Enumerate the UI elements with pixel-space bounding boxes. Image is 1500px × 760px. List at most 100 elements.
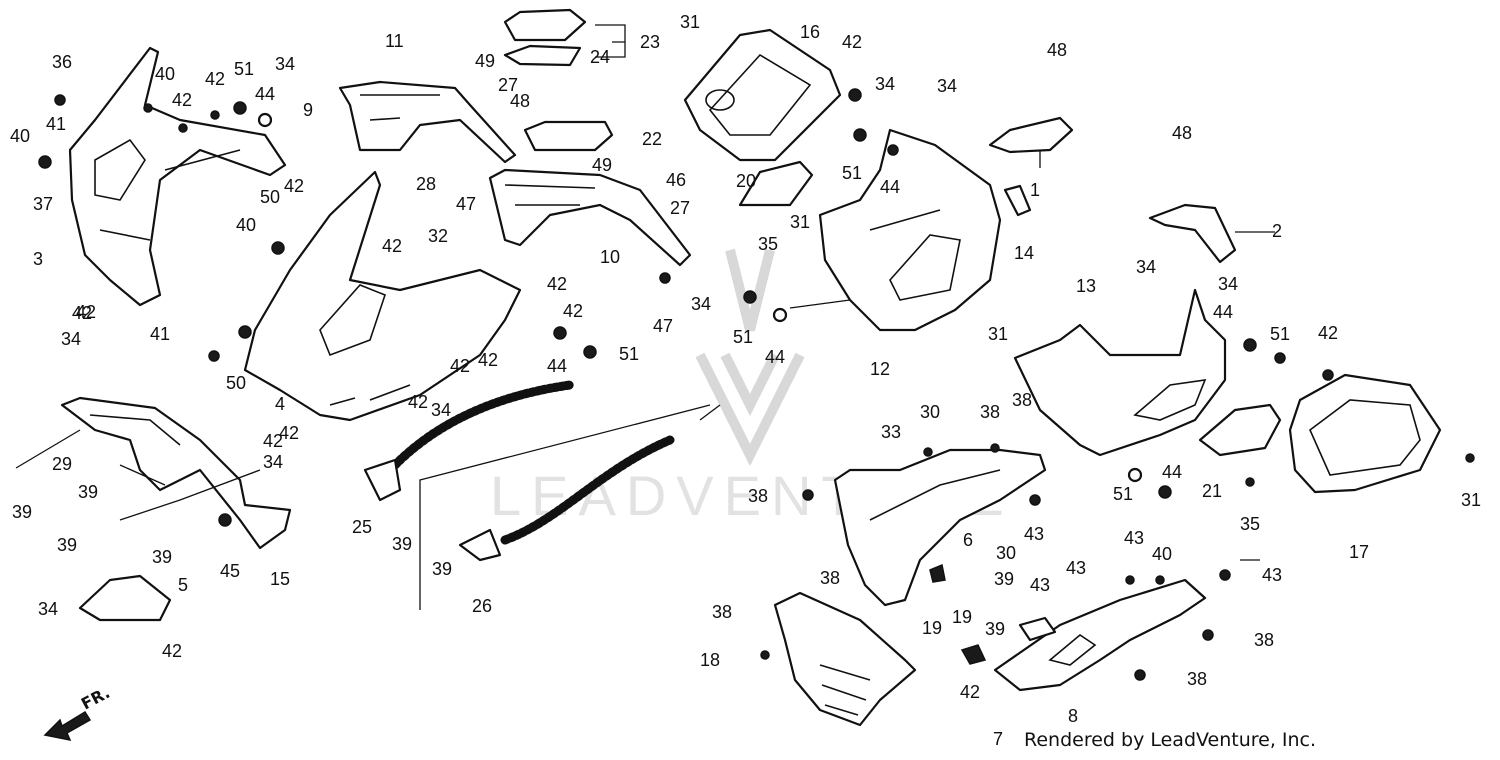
callout-17: 17 bbox=[1349, 542, 1369, 562]
callout-34: 34 bbox=[431, 400, 451, 420]
callout-49: 49 bbox=[475, 51, 495, 71]
callout-48: 48 bbox=[1172, 123, 1192, 143]
part-2-stay bbox=[1148, 203, 1237, 264]
callout-34: 34 bbox=[61, 329, 81, 349]
callout-51: 51 bbox=[1113, 484, 1133, 504]
callout-12: 12 bbox=[870, 359, 890, 379]
part-25-drain-hose bbox=[363, 380, 575, 502]
callout-34: 34 bbox=[263, 452, 283, 472]
callout-40: 40 bbox=[236, 215, 256, 235]
callout-39: 39 bbox=[994, 569, 1014, 589]
callout-38: 38 bbox=[980, 402, 1000, 422]
callout-47: 47 bbox=[456, 194, 476, 214]
callout-40: 40 bbox=[1152, 544, 1172, 564]
callout-3: 3 bbox=[33, 249, 43, 269]
callout-34: 34 bbox=[937, 76, 957, 96]
callout-44: 44 bbox=[547, 356, 567, 376]
part-19-clip-b bbox=[929, 563, 946, 583]
callout-8: 8 bbox=[1068, 706, 1078, 726]
callout-31: 31 bbox=[790, 212, 810, 232]
callout-34: 34 bbox=[1136, 257, 1156, 277]
callout-42: 42 bbox=[478, 350, 498, 370]
part-17-grille bbox=[1288, 373, 1442, 494]
front-label: FR. bbox=[78, 683, 113, 714]
callout-20: 20 bbox=[736, 171, 756, 191]
callout-40: 40 bbox=[155, 64, 175, 84]
callout-43: 43 bbox=[1066, 558, 1086, 578]
callout-38: 38 bbox=[748, 486, 768, 506]
callout-42: 42 bbox=[1318, 323, 1338, 343]
callout-43: 43 bbox=[1262, 565, 1282, 585]
callout-51: 51 bbox=[1270, 324, 1290, 344]
callout-37: 37 bbox=[33, 194, 53, 214]
callout-34: 34 bbox=[875, 74, 895, 94]
callout-38: 38 bbox=[1254, 630, 1274, 650]
callout-31: 31 bbox=[988, 324, 1008, 344]
callout-5: 5 bbox=[178, 575, 188, 595]
callout-42: 42 bbox=[162, 641, 182, 661]
callout-51: 51 bbox=[619, 344, 639, 364]
callout-45: 45 bbox=[220, 561, 240, 581]
part-3-left-upper-cowl bbox=[68, 46, 287, 307]
callout-42: 42 bbox=[76, 302, 96, 322]
callout-42: 42 bbox=[172, 90, 192, 110]
callout-38: 38 bbox=[1012, 390, 1032, 410]
callout-28: 28 bbox=[416, 174, 436, 194]
callout-1: 1 bbox=[1030, 180, 1040, 200]
callout-35: 35 bbox=[1240, 514, 1260, 534]
callout-31: 31 bbox=[680, 12, 700, 32]
callout-21: 21 bbox=[1202, 481, 1222, 501]
part-18-side-cover bbox=[773, 591, 917, 727]
callout-9: 9 bbox=[303, 100, 313, 120]
callout-22: 22 bbox=[642, 129, 662, 149]
callout-47: 47 bbox=[653, 316, 673, 336]
callout-48: 48 bbox=[510, 91, 530, 111]
credit-text: Rendered by LeadVenture, Inc. bbox=[1024, 729, 1317, 751]
callout-44: 44 bbox=[1162, 462, 1182, 482]
callout-42: 42 bbox=[279, 423, 299, 443]
callout-43: 43 bbox=[1124, 528, 1144, 548]
callout-51: 51 bbox=[842, 163, 862, 183]
part-5-cover bbox=[78, 574, 172, 622]
callout-42: 42 bbox=[382, 236, 402, 256]
callout-39: 39 bbox=[985, 619, 1005, 639]
part-12-center-cowl bbox=[818, 128, 1002, 332]
callout-19: 19 bbox=[952, 607, 972, 627]
watermark-logo bbox=[695, 248, 805, 467]
callout-31: 31 bbox=[1461, 490, 1481, 510]
front-arrow-icon bbox=[43, 710, 92, 742]
callout-39: 39 bbox=[152, 547, 172, 567]
callout-38: 38 bbox=[712, 602, 732, 622]
part-7-under-cover bbox=[993, 578, 1207, 692]
callout-42: 42 bbox=[72, 303, 92, 323]
callout-39: 39 bbox=[392, 534, 412, 554]
callout-4: 4 bbox=[275, 394, 285, 414]
callout-34: 34 bbox=[691, 294, 711, 314]
callout-34: 34 bbox=[275, 54, 295, 74]
callout-27: 27 bbox=[498, 75, 518, 95]
leader-lines bbox=[15, 24, 1275, 610]
callout-32: 32 bbox=[428, 226, 448, 246]
callout-23: 23 bbox=[640, 32, 660, 52]
part-9-meter-panel bbox=[338, 80, 517, 164]
callout-25: 25 bbox=[352, 517, 372, 537]
callout-11: 11 bbox=[385, 31, 404, 51]
callout-16: 16 bbox=[800, 22, 820, 42]
part-6-under-cowl bbox=[833, 448, 1047, 607]
callout-48: 48 bbox=[1047, 40, 1067, 60]
callout-42: 42 bbox=[842, 32, 862, 52]
part-22-lid bbox=[523, 120, 614, 152]
part-1-bracket bbox=[988, 116, 1074, 154]
callout-2: 2 bbox=[1272, 221, 1282, 241]
callout-44: 44 bbox=[1213, 302, 1233, 322]
callout-10: 10 bbox=[600, 247, 620, 267]
callout-15: 15 bbox=[270, 569, 290, 589]
callout-38: 38 bbox=[1187, 669, 1207, 689]
callout-6: 6 bbox=[963, 530, 973, 550]
callout-30: 30 bbox=[920, 402, 940, 422]
callout-18: 18 bbox=[700, 650, 720, 670]
part-13-right-cowl bbox=[1013, 288, 1227, 457]
part-15-lower-cover bbox=[60, 396, 292, 550]
